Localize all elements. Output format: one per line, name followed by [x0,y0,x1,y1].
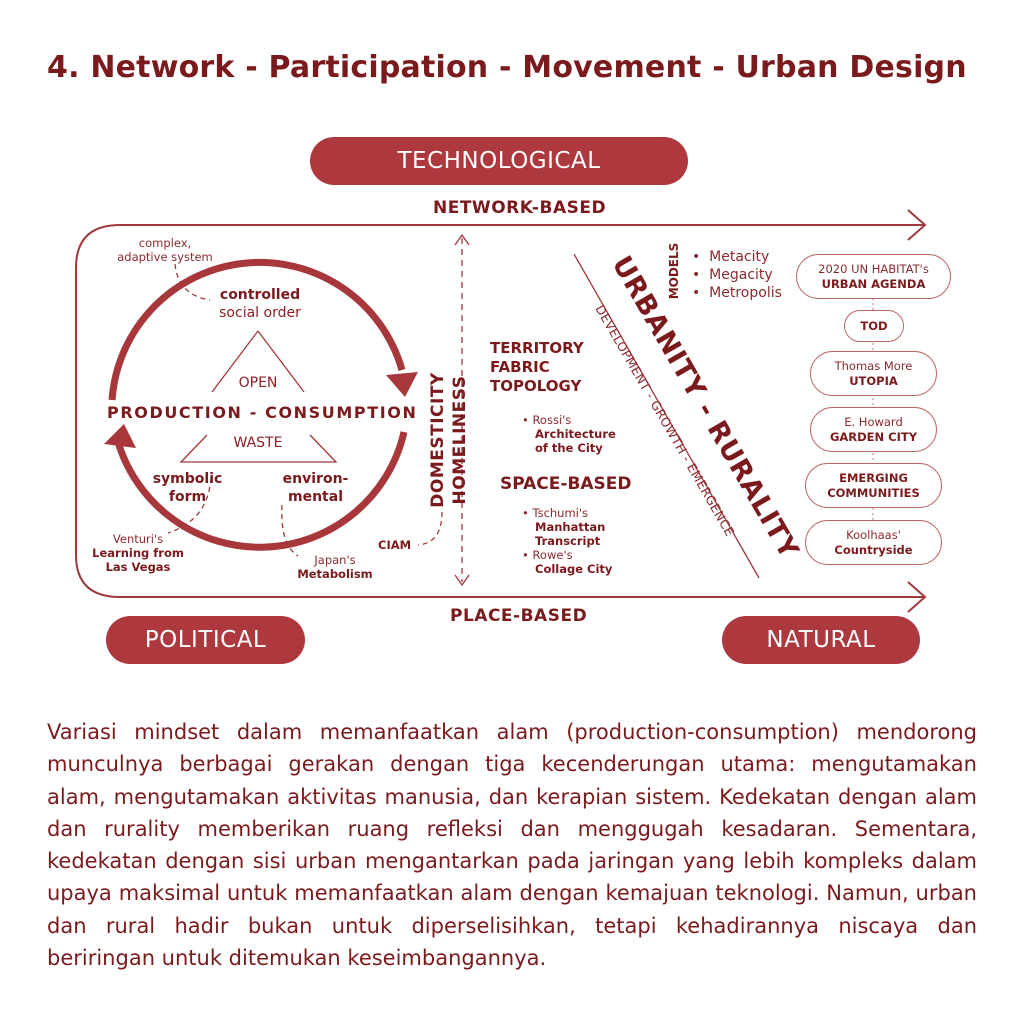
tschumi-work-2: Transcript [535,534,601,548]
waste-label: WASTE [233,435,283,451]
up-arrowhead-icon [454,233,470,246]
domesticity-label: DOMESTICITY [428,372,448,508]
topology-text: TOPOLOGY [490,377,582,395]
model-item: • Megacity [692,267,773,283]
place-based-label: PLACE-BASED [450,606,588,626]
japan-note: Japan's Metabolism [290,553,380,581]
tschumi-text: Tschumi's [532,506,589,520]
rossi-work-2: of the City [535,441,603,455]
model-item: • Metropolis [692,285,782,301]
bottom-arrowhead-icon [907,581,927,613]
triangle-bottom [179,434,338,463]
node-tod: TOD [844,310,904,342]
rowe-work: Collage City [535,562,613,576]
node-countryside: Koolhaas'Countryside [805,520,942,565]
controlled-text: controlled [219,287,301,303]
node-top: 2020 UN HABITAT's [818,261,929,276]
model-text: Metropolis [709,285,782,301]
complex-note: complex, adaptive system [110,236,220,264]
page-title: 4. Network - Participation - Movement - … [47,50,967,85]
tschumi-work-1: Manhattan [535,520,606,534]
metabolism-text: Metabolism [297,567,373,581]
territory-list: TERRITORY FABRIC TOPOLOGY [490,339,584,396]
japan-text: Japan's [314,553,356,567]
frame-top-arrow [75,224,925,598]
node-top: Koolhaas' [846,527,901,542]
symbolic-text: symbolic [152,471,223,487]
vegas-text: Las Vegas [105,560,171,574]
node-bottom: UTOPIA [849,373,898,388]
rowe-text: Rowe's [532,548,573,562]
node-top: Thomas More [834,358,913,373]
node-top: EMERGING [839,470,908,485]
environ-text: environ- [282,471,349,487]
models-list: • Metacity • Megacity • Metropolis [692,248,782,302]
social-order-text: social order [219,305,301,321]
adaptive-text: adaptive system [117,250,213,264]
technological-pill: TECHNOLOGICAL [310,137,688,185]
cycle-arrow-top [108,258,406,401]
rossi-item: • Rossi's Architecture of the City [522,413,616,455]
learning-text: Learning from [92,546,184,560]
top-arrowhead-icon [907,209,927,241]
cycle-arrows [108,258,408,551]
model-item: • Metacity [692,249,770,265]
models-label: MODELS [667,242,681,300]
diagonal-divider [573,253,760,579]
down-arrowhead-icon [454,574,470,587]
model-text: Megacity [709,267,773,283]
cycle-arrowhead-left-icon [104,424,136,448]
homeliness-label: HOMELINESS [450,375,470,505]
environmental: environ- mental [268,470,363,506]
fabric-text: FABRIC [490,358,550,376]
node-bottom: TOD [860,318,888,333]
ciam-label: CIAM [378,538,412,552]
rossi-work-1: Architecture [535,427,616,441]
cycle-arrowhead-right-icon [386,372,418,397]
political-pill: POLITICAL [106,616,305,664]
network-based-label: NETWORK-BASED [433,198,607,218]
node-top: E. Howard [844,414,903,429]
cycle-arrow-bottom [114,431,408,551]
model-text: Metacity [709,249,770,265]
node-bottom: URBAN AGENDA [821,276,926,291]
tschumi-item: • Tschumi's Manhattan Transcript • Rowe'… [522,506,613,576]
node-bottom: Countryside [834,542,913,557]
node-bottom: COMMUNITIES [827,485,920,500]
natural-pill: NATURAL [722,616,920,664]
open-label: OPEN [238,375,278,391]
rossi-text: Rossi's [532,413,572,427]
node-bottom: GARDEN CITY [829,429,918,444]
mental-text: mental [288,489,343,505]
territory-text: TERRITORY [490,339,584,357]
form-text: form [168,489,207,505]
production-consumption-label: PRODUCTION - CONSUMPTION [107,403,418,422]
description-paragraph: Variasi mindset dalam memanfaatkan alam … [47,720,977,971]
venturi-text: Venturi's [112,532,164,546]
venturi-note: Venturi's Learning from Las Vegas [88,532,188,574]
controlled-social-order: controlled social order [200,286,320,322]
triangle-top [211,330,305,393]
diagram-lines [75,209,927,613]
space-based-label: SPACE-BASED [500,474,632,494]
symbolic-form: symbolic form [140,470,235,506]
complex-text: complex, [138,236,192,250]
